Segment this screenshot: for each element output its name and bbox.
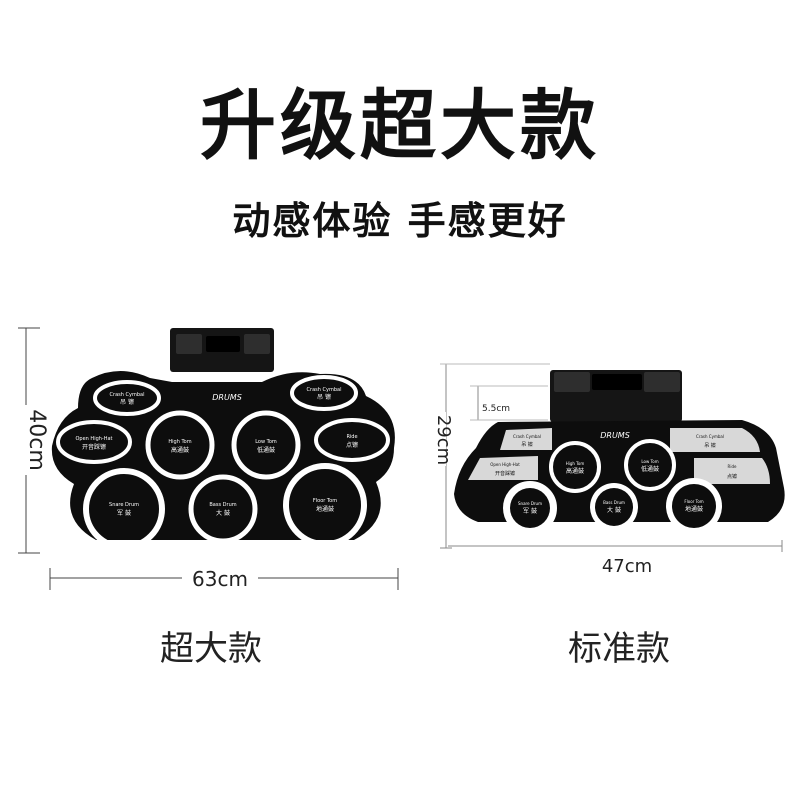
pad-label-cn: 开音踩镲 (495, 470, 515, 477)
pad-label-cn: 大 鼓 (607, 506, 621, 514)
pad-label-cn: 低通鼓 (641, 465, 659, 473)
pad-label-en: Open High-Hat (75, 436, 112, 442)
page-title: 升级超大款 (200, 81, 600, 170)
pad-label-en: Crash Cymbal (110, 392, 145, 398)
pad-label-cn: 吊 镲 (120, 398, 134, 406)
drum-pad-high-tom: High Tom 高通鼓 (145, 410, 215, 480)
pad-label-cn: 点镲 (346, 441, 358, 449)
pad-label-en: Low Tom (641, 459, 658, 464)
pad-label-en: Floor Tom (684, 499, 703, 504)
pad-label-en: Ride (346, 434, 357, 440)
cymbal-crash-right: Crash Cymbal 吊 镲 (670, 428, 760, 452)
pad-label-cn: 开音踩镲 (82, 443, 106, 451)
pad-label-cn: 高通鼓 (566, 467, 584, 475)
pad-label-en: Low Tom (255, 439, 277, 445)
drum-pad-ride: Ride 点镲 (314, 418, 390, 462)
pad-label-en: Bass Drum (603, 500, 625, 505)
drum-pad-bass: Bass Drum 大 鼓 (590, 483, 638, 531)
drum-pad-snare: Snare Drum 军 鼓 (83, 468, 165, 550)
height-label: 40cm (24, 409, 49, 471)
control-panel (206, 336, 240, 352)
cymbal-ride: Ride 点镲 (694, 458, 770, 484)
speaker-grille-right (244, 334, 270, 354)
standard-model-caption: 标准款 (568, 629, 670, 669)
pad-label-cn: 地通鼓 (685, 505, 703, 513)
cymbal-hihat: Open High-Hat 开音踩镲 (468, 456, 538, 480)
pad-label-cn: 点镲 (727, 473, 737, 480)
pad-label-en: High Tom (168, 439, 191, 445)
pad-label-cn: 吊 镲 (704, 442, 716, 449)
pad-label-en: Crash Cymbal (696, 434, 724, 439)
cymbal-crash-left: Crash Cymbal 吊 镲 (500, 428, 552, 450)
pad-label-cn: 军 鼓 (523, 507, 537, 515)
standard-drum-pad: DRUMS Crash Cymbal 吊 镲 Crash Cymbal 吊 镲 … (454, 370, 785, 535)
pad-label-en: Floor Tom (313, 498, 337, 504)
pad-label-en: Open High-Hat (490, 462, 520, 467)
large-drum-pad: DRUMS Crash Cymbal 吊 镲 Crash Cymbal 吊 镲 … (51, 328, 395, 550)
pad-label-en: Ride (728, 464, 737, 469)
pad-label-en: Bass Drum (209, 502, 236, 508)
pad-label-en: Crash Cymbal (307, 387, 342, 393)
brand-logo: DRUMS (600, 431, 630, 440)
drum-pad-crash-left: Crash Cymbal 吊 镲 (93, 380, 161, 416)
speaker-grille-left (176, 334, 202, 354)
large-model-caption: 超大款 (160, 629, 262, 669)
pad-label-en: Snare Drum (109, 502, 139, 508)
speaker-grille-left (554, 372, 590, 392)
drum-pad-floor-tom: Floor Tom 地通鼓 (283, 463, 367, 547)
drum-pad-crash-right: Crash Cymbal 吊 镲 (290, 375, 358, 411)
large-dimension-lines: 40cm 63cm (14, 327, 399, 591)
pad-label-en: Snare Drum (518, 501, 542, 506)
brand-logo: DRUMS (212, 393, 242, 402)
drum-pad-floor-tom: Floor Tom 地通鼓 (666, 478, 722, 534)
pad-label-cn: 军 鼓 (117, 509, 131, 517)
drum-pad-bass: Bass Drum 大 鼓 (188, 474, 258, 544)
pad-label-cn: 大 鼓 (216, 509, 230, 517)
pad-label-en: High Tom (566, 461, 585, 466)
pad-label-en: Crash Cymbal (513, 434, 541, 439)
drum-pad-low-tom: Low Tom 低通鼓 (231, 410, 301, 480)
drum-pad-hihat: Open High-Hat 开音踩镲 (56, 420, 132, 464)
standard-dimension-lines: 29cm 5.5cm 47cm (426, 363, 783, 577)
width-label: 63cm (192, 567, 248, 591)
pad-label-cn: 低通鼓 (257, 446, 275, 454)
pad-label-cn: 吊 镲 (521, 441, 533, 448)
drum-pad-high-tom: High Tom 高通鼓 (549, 441, 601, 493)
height-label: 29cm (433, 415, 454, 465)
drum-pad-snare: Snare Drum 军 鼓 (503, 481, 557, 535)
pad-label-cn: 高通鼓 (171, 446, 189, 454)
page-subtitle: 动感体验 手感更好 (232, 199, 568, 243)
pad-label-cn: 地通鼓 (316, 505, 334, 513)
speaker-height-label: 5.5cm (482, 404, 510, 414)
speaker-grille-right (644, 372, 680, 392)
drum-pad-low-tom: Low Tom 低通鼓 (624, 439, 676, 491)
control-panel (592, 374, 642, 390)
pad-label-cn: 吊 镲 (317, 393, 331, 401)
width-label: 47cm (602, 556, 652, 577)
